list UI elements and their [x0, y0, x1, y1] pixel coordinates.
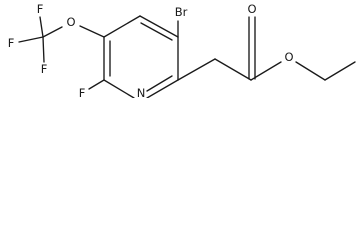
atom-label-f-top: F — [37, 2, 44, 16]
bond-o-ring — [79, 25, 105, 38]
bond-ring-c6-n — [146, 79, 179, 99]
bond-co-oester — [250, 61, 282, 81]
atom-label-f-left: F — [8, 36, 15, 50]
atom-label-n-ring: N — [137, 86, 146, 98]
atom-label-o-ether: O — [66, 15, 75, 29]
atom-labels: F F F O Br F N O O — [8, 2, 294, 100]
atom-label-o-ester: O — [284, 50, 293, 64]
bond-cf3-f-top — [39, 16, 44, 38]
atom-label-o-carbonyl: O — [247, 2, 256, 16]
atom-label-f-ring: F — [79, 86, 86, 98]
molecule-structure: F F F O Br F N O O — [0, 0, 358, 100]
bonds — [18, 15, 356, 99]
bond-ring-c3-c4 — [103, 15, 141, 38]
bond-cf3-o — [42, 26, 63, 38]
bond-ring-c4-c5 — [139, 15, 179, 38]
bond-oester-ch2 — [295, 61, 326, 81]
bond-cf3-f-bottom — [42, 36, 45, 63]
bond-ring-c6-n-inner — [146, 75, 173, 92]
bond-ch2-co — [214, 58, 252, 81]
bond-c6-ch2 — [177, 58, 216, 81]
bond-cf3-f-left — [18, 36, 44, 43]
atom-label-br: Br — [175, 5, 188, 19]
bond-ring-c4-c5-inner — [140, 22, 173, 41]
bond-c2-f — [88, 79, 105, 90]
bond-ring-n-c2 — [103, 79, 135, 99]
atom-label-f-bottom: F — [41, 62, 48, 76]
bond-ch2-ch3 — [324, 61, 356, 81]
structure-canvas: F F F O Br F N O O — [8, 2, 356, 100]
